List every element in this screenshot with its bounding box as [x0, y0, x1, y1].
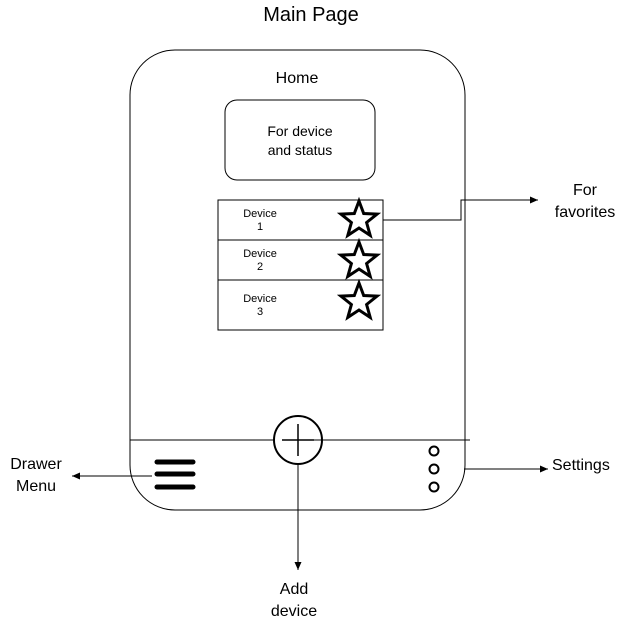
page-title: Main Page — [263, 4, 359, 26]
add-line-1: Add — [279, 581, 309, 598]
favorites-connector — [383, 196, 538, 221]
star-icon[interactable] — [336, 237, 382, 280]
device-3-name: Device — [243, 293, 277, 305]
device-1-name: Device — [243, 208, 277, 220]
device-3-number: 3 — [256, 306, 264, 318]
device-label-2: Device 2 — [230, 248, 290, 274]
favorites-line-1: For — [573, 182, 597, 199]
favorites-line-2: favorites — [554, 204, 616, 221]
star-icon[interactable] — [336, 278, 382, 321]
settings-annotation: Settings — [552, 455, 630, 477]
device-label-1: Device 1 — [230, 208, 290, 234]
drawer-annotation: Drawer Menu — [0, 454, 72, 498]
status-line-1: For device — [267, 123, 333, 139]
drawer-line-1: Drawer — [10, 456, 62, 473]
status-box — [224, 99, 376, 181]
device-2-number: 2 — [256, 261, 264, 273]
favorites-annotation: For favorites — [540, 180, 630, 224]
status-box-label: For device and status — [226, 122, 374, 160]
settings-line-1: Settings — [552, 457, 610, 474]
hamburger-menu-icon[interactable] — [154, 459, 196, 490]
device-label-3: Device 3 — [230, 293, 290, 319]
add-annotation: Add device — [254, 579, 334, 623]
device-2-name: Device — [243, 248, 277, 260]
drawer-line-2: Menu — [15, 478, 57, 495]
status-line-2: and status — [267, 142, 333, 158]
star-icon[interactable] — [336, 196, 382, 239]
vertical-dots-icon[interactable] — [428, 445, 440, 493]
home-header: Home — [275, 70, 319, 87]
device-1-number: 1 — [256, 221, 264, 233]
add-line-2: device — [270, 603, 318, 620]
